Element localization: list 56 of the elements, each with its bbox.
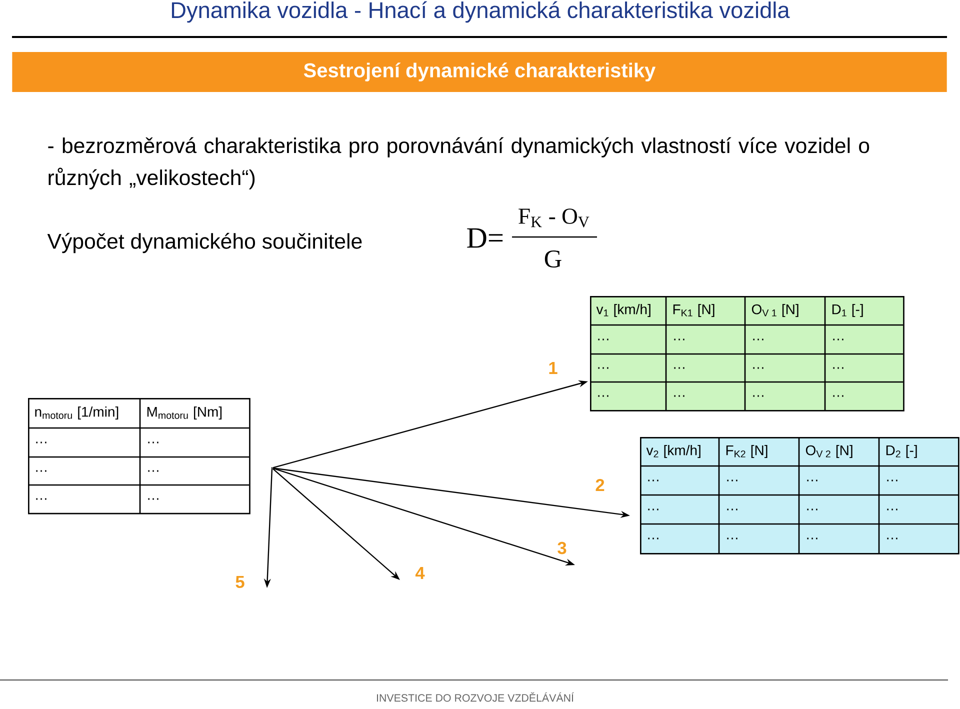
table-cell: v$_{2}$ [km/h] (646, 444, 700, 458)
table-cell: v$_{1}$ [km/h] (596, 304, 650, 318)
edge-label: 5 (236, 576, 244, 588)
table-cell: … (727, 480, 738, 482)
table-cell: M$_{motoru}$ [Nm] (147, 406, 222, 420)
table-cell: … (674, 338, 684, 340)
table-cell: … (727, 508, 738, 510)
data-table (28, 398, 250, 514)
table-cell: … (148, 498, 158, 500)
table-cell: … (833, 367, 844, 369)
formula-numerator: F$_{K}$ - O$_{V}$ (518, 208, 590, 228)
table-cell: … (674, 395, 684, 397)
table-cell: … (833, 395, 844, 397)
table-cell: … (598, 338, 608, 340)
bullet-text: - bezrozměrová charakteristika pro porovnávání dynamických vlastností více vozidel o různých „velikostech“) (48, 137, 870, 190)
table-cell: … (598, 367, 608, 369)
body-text: Výpočet dynamického součinitele (47, 232, 362, 254)
table-cell: … (648, 508, 658, 510)
table-cell: O$_{V 2}$ [N] (806, 444, 852, 458)
edge-label: 3 (558, 542, 566, 554)
edge-label: 4 (415, 567, 425, 579)
table-cell: D$_{1}$ [-] (832, 304, 863, 318)
table-cell: … (36, 498, 46, 500)
data-table (590, 296, 904, 412)
table-cell: D$_{2}$ [-] (886, 444, 917, 458)
table-cell: … (648, 538, 658, 540)
table-cell: … (753, 395, 764, 397)
edge-label: 2 (596, 478, 604, 492)
page-title: Dynamika vozidla - Hnací a dynamická charakteristika vozidla (172, 1, 790, 23)
table-cell: … (648, 480, 658, 482)
edge-label: 1 (549, 362, 558, 374)
footer-text: INVESTICE DO ROZVOJE VZDĚLÁVÁNÍ (377, 692, 574, 702)
table-cell: … (753, 367, 764, 369)
table-cell: … (148, 442, 158, 444)
table-cell: n$_{motoru}$ [1/min] (35, 406, 118, 420)
data-table (640, 437, 960, 554)
table-cell: … (887, 508, 898, 510)
table-cell: … (753, 338, 764, 340)
table-cell: … (148, 470, 158, 472)
formula-denominator: G (544, 250, 562, 268)
table-cell: … (36, 442, 46, 444)
table-cell: … (807, 508, 818, 510)
title-banner: Sestrojení dynamické charakteristiky (12, 52, 947, 92)
table-cell: … (807, 480, 818, 482)
table-cell: F$_{K1}$ [N] (673, 304, 714, 318)
table-cell: … (36, 470, 46, 472)
table-cell: … (674, 367, 684, 369)
table-cell: … (727, 538, 738, 540)
table-cell: … (598, 395, 608, 397)
table-cell: F$_{K2}$ [N] (726, 444, 768, 458)
table-cell: O$_{V 1}$ [N] (752, 304, 798, 318)
table-cell: … (833, 338, 844, 340)
table-cell: … (887, 538, 898, 540)
table-cell: … (807, 538, 818, 540)
formula-text: D= (467, 228, 503, 248)
table-cell: … (887, 480, 898, 482)
